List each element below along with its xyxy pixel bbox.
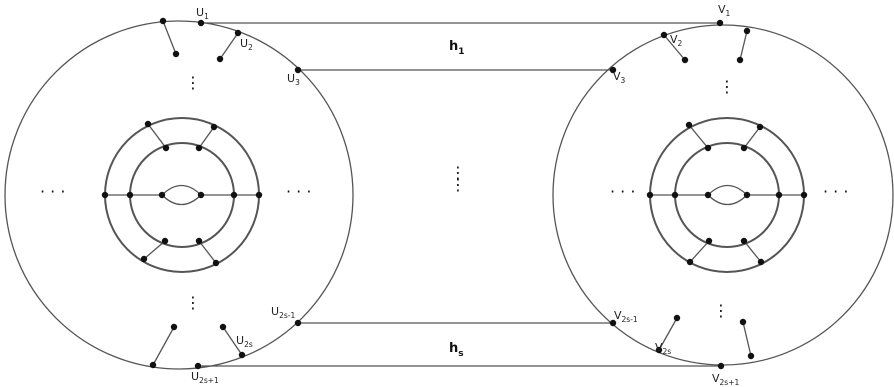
- ellipsis-center-2: ⋮: [450, 175, 466, 194]
- vertices: [101, 17, 808, 370]
- vertex-dot: [743, 27, 751, 35]
- ellipsis-left-bottom: ⋮: [185, 293, 201, 312]
- vertex-dot: [212, 259, 220, 267]
- vertex-dot: [210, 123, 218, 131]
- vertex-dot: [609, 319, 617, 327]
- vertex-dot: [609, 66, 617, 74]
- label-v2: V2: [670, 33, 683, 48]
- vertex-dot: [161, 237, 169, 245]
- vertex-dot: [101, 191, 109, 199]
- pendant-u2: [219, 32, 239, 60]
- vertex-dot: [655, 346, 663, 354]
- vertex-dot: [743, 191, 751, 199]
- vertex-dot: [234, 29, 242, 37]
- label-h1: h1: [449, 39, 465, 57]
- vertex-dot: [685, 121, 693, 129]
- vertex-dot: [170, 323, 178, 331]
- vertex-dot: [740, 237, 748, 245]
- vertex-dot: [740, 144, 748, 152]
- ellipsis-left-outer: · · ·: [40, 182, 65, 201]
- vertex-dot: [704, 144, 712, 152]
- vertex-dot: [673, 314, 681, 322]
- vertex-dot: [144, 120, 152, 128]
- ellipsis-right-top: ⋮: [719, 77, 735, 96]
- vertex-dot: [705, 237, 713, 245]
- vertex-dot: [216, 55, 224, 63]
- vertex-dot: [195, 144, 203, 152]
- vertex-dot: [158, 191, 166, 199]
- vertex-dot: [686, 258, 694, 266]
- pendant-v2s: [658, 317, 678, 351]
- vertex-dot: [646, 191, 654, 199]
- vertex-dot: [717, 362, 725, 370]
- vertex-dot: [660, 31, 668, 39]
- left-outer-circle: [4, 20, 354, 370]
- vertex-dot: [736, 56, 744, 64]
- ellipsis-center: ⋮: [450, 163, 466, 182]
- ellipsis-left-top: ⋮: [185, 73, 201, 92]
- vertex-dot: [716, 19, 724, 27]
- vertex-dot: [757, 258, 765, 266]
- vertex-dot: [194, 362, 202, 370]
- label-v3: V3: [613, 70, 626, 85]
- vertex-dot: [172, 50, 180, 58]
- vertex-dot: [197, 191, 205, 199]
- vertex-dot: [747, 352, 755, 360]
- ellipsis-right-inner: · · ·: [610, 182, 635, 201]
- vertex-dot: [704, 191, 712, 199]
- ellipsis-left-inner: · · ·: [286, 182, 311, 201]
- vertex-dot: [238, 351, 246, 359]
- pendant-top-left-a: [162, 20, 177, 55]
- vertex-dot: [162, 144, 170, 152]
- vertex-dot: [756, 123, 764, 131]
- vertex-dot: [126, 191, 134, 199]
- label-u2s: U2s: [236, 334, 253, 349]
- vertex-dot: [681, 56, 689, 64]
- label-v2s1: V2s+1: [712, 372, 739, 387]
- label-v1: V1: [718, 3, 731, 18]
- vertex-dot: [159, 17, 167, 25]
- pendant-top-right-a: [739, 30, 748, 61]
- pendant-u2s: [222, 326, 243, 356]
- pendant-v2: [663, 34, 686, 61]
- pendant-bottom-left-a: [152, 326, 175, 366]
- vertex-dot: [255, 191, 263, 199]
- vertex-dot: [775, 191, 783, 199]
- vertex-dot: [671, 191, 679, 199]
- ellipsis-right-bottom: ⋮: [713, 301, 729, 320]
- vertex-dot: [230, 191, 238, 199]
- vertex-dot: [197, 19, 205, 27]
- vertex-dot: [294, 66, 302, 74]
- ellipsis-right-outer: · · ·: [823, 182, 848, 201]
- label-u2: U2: [240, 37, 253, 52]
- label-v2s: V2s: [655, 341, 671, 356]
- label-u1: U1: [196, 6, 209, 21]
- pendant-bottom-right-a: [742, 321, 752, 357]
- vertex-dot: [149, 361, 157, 369]
- vertex-dot: [294, 319, 302, 327]
- label-u2s-1: U2s-1: [271, 305, 295, 320]
- label-u2s1: U2s+1: [191, 370, 219, 385]
- vertex-dot: [140, 255, 148, 263]
- vertex-dot: [739, 318, 747, 326]
- vertex-dot: [219, 323, 227, 331]
- label-hs: hs: [449, 341, 464, 359]
- label-u3: U3: [287, 72, 300, 87]
- vertex-dot: [800, 191, 808, 199]
- vertex-dot: [195, 237, 203, 245]
- label-v2s-1: V2s-1: [614, 309, 638, 324]
